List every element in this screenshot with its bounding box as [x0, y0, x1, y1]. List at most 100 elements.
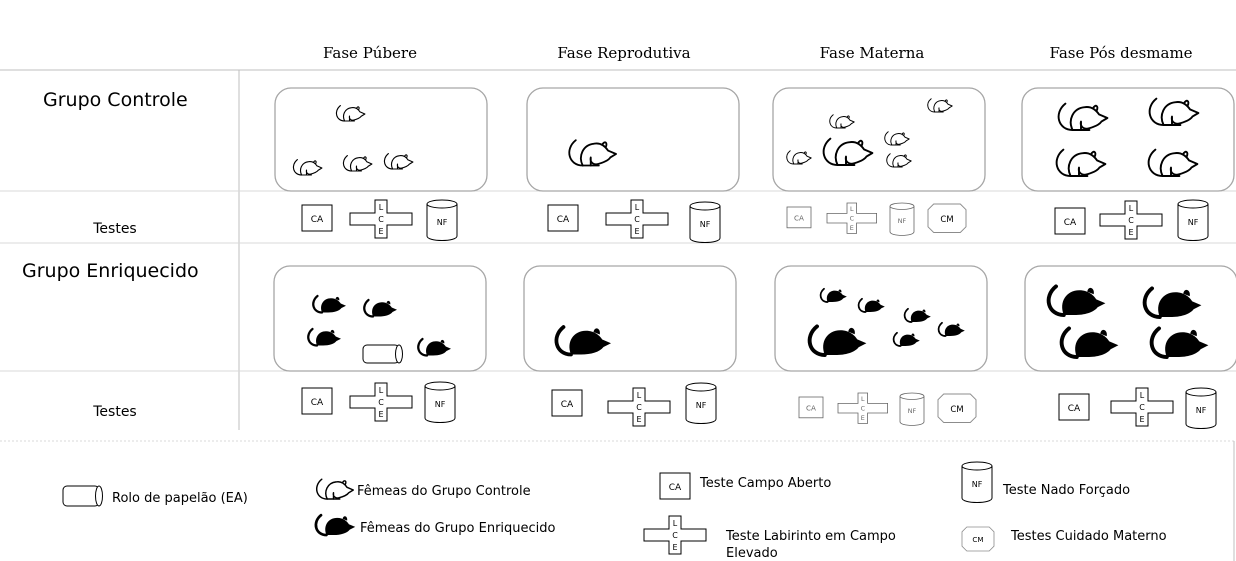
legend-maze-icon: L C E [643, 515, 707, 555]
svg-text:C: C [634, 215, 640, 224]
svg-text:CA: CA [806, 404, 816, 413]
cage-enriched-pos-desmame [1024, 265, 1236, 372]
row-header-control: Grupo Controle [43, 89, 188, 111]
svg-text:C: C [378, 215, 384, 224]
legend-forced-swim-icon: NF [961, 461, 993, 503]
cage-control-materna [772, 87, 986, 192]
legend-maze-label-line2: Elevado [726, 546, 778, 561]
svg-text:CM: CM [972, 535, 983, 544]
test-forced-swim-icon: NF [1177, 199, 1209, 241]
test-maze-icon: L C E [349, 199, 413, 239]
legend-open-field-label: Teste Campo Aberto [699, 476, 831, 491]
svg-text:CA: CA [557, 215, 570, 225]
test-open-field-icon: CA [301, 204, 333, 232]
svg-text:L: L [673, 519, 678, 528]
row-label-tests-control: Testes [92, 221, 136, 237]
cage-control-pubere [274, 87, 488, 192]
svg-text:CA: CA [1064, 218, 1077, 228]
test-maternal-care-icon: CM [927, 203, 967, 233]
cage-enriched-materna [774, 265, 988, 372]
test-forced-swim-icon: NF [889, 202, 915, 236]
svg-text:C: C [1128, 216, 1134, 225]
svg-text:NF: NF [908, 407, 917, 415]
row-label-tests-enriched: Testes [92, 404, 136, 420]
legend-enriched-rat-icon [314, 513, 357, 537]
test-open-field-icon: CA [551, 389, 583, 417]
svg-text:CA: CA [1068, 404, 1081, 414]
svg-text:NF: NF [435, 400, 446, 409]
test-forced-swim-icon: NF [1185, 387, 1217, 429]
svg-text:CA: CA [794, 214, 804, 223]
svg-text:L: L [850, 205, 854, 213]
test-open-field-icon: CA [301, 387, 333, 415]
svg-text:CA: CA [311, 398, 324, 408]
test-maze-icon: L C E [1099, 200, 1163, 240]
svg-text:E: E [634, 227, 639, 236]
paper-roll-icon [362, 344, 403, 364]
phase-header-pos-desmame: Fase Pós desmame [1049, 44, 1192, 62]
svg-text:C: C [861, 405, 866, 413]
svg-text:CA: CA [669, 483, 682, 493]
cage-control-pos-desmame [1021, 87, 1235, 192]
svg-text:L: L [379, 203, 384, 212]
test-open-field-icon: CA [547, 204, 579, 232]
phase-header-materna: Fase Materna [820, 44, 925, 62]
svg-text:CM: CM [940, 215, 953, 225]
legend-paper-roll-icon [62, 485, 103, 507]
legend-maze-label-line1: Teste Labirinto em Campo [725, 529, 896, 544]
phase-header-reprodutiva: Fase Reprodutiva [557, 44, 690, 62]
legend-control-females-label: Fêmeas do Grupo Controle [357, 484, 531, 499]
test-open-field-icon: CA [786, 206, 812, 229]
svg-text:C: C [378, 398, 384, 407]
svg-text:NF: NF [898, 217, 907, 225]
test-forced-swim-icon: NF [424, 381, 456, 423]
svg-text:L: L [637, 391, 642, 400]
svg-text:E: E [378, 410, 383, 419]
phase-header-pubere: Fase Púbere [323, 44, 417, 62]
svg-text:NF: NF [1188, 218, 1199, 227]
svg-text:E: E [1139, 415, 1144, 424]
svg-text:L: L [861, 395, 865, 403]
svg-text:NF: NF [1196, 406, 1207, 415]
svg-text:C: C [850, 215, 855, 223]
test-maze-icon: L C E [837, 392, 888, 424]
svg-text:CM: CM [950, 405, 963, 415]
test-maze-icon: L C E [1110, 387, 1174, 427]
svg-text:E: E [636, 415, 641, 424]
svg-text:C: C [636, 403, 642, 412]
test-maze-icon: L C E [605, 199, 669, 239]
svg-text:CA: CA [311, 215, 324, 225]
svg-text:E: E [1128, 228, 1133, 237]
row-header-enriched: Grupo Enriquecido [22, 260, 199, 282]
legend-open-field-icon: CA [659, 472, 691, 500]
test-forced-swim-icon: NF [899, 392, 925, 426]
svg-text:C: C [672, 531, 678, 540]
svg-text:NF: NF [437, 218, 448, 227]
test-forced-swim-icon: NF [685, 382, 717, 424]
svg-text:NF: NF [700, 220, 711, 229]
test-forced-swim-icon: NF [689, 201, 721, 243]
svg-text:C: C [1139, 403, 1145, 412]
svg-text:CA: CA [561, 400, 574, 410]
cage-control-reprodutiva [526, 87, 740, 192]
svg-text:L: L [379, 386, 384, 395]
test-maze-icon: L C E [607, 387, 671, 427]
svg-text:E: E [850, 224, 854, 232]
test-open-field-icon: CA [1058, 393, 1090, 421]
legend-enriched-females-label: Fêmeas do Grupo Enriquecido [360, 521, 556, 536]
svg-text:NF: NF [972, 480, 983, 489]
svg-text:L: L [635, 203, 640, 212]
test-maze-icon: L C E [826, 202, 877, 234]
test-open-field-icon: CA [798, 396, 824, 419]
svg-text:NF: NF [696, 401, 707, 410]
legend-paper-roll-label: Rolo de papelão (EA) [112, 491, 248, 506]
cage-enriched-reprodutiva [523, 265, 737, 372]
legend-forced-swim-label: Teste Nado Forçado [1002, 483, 1130, 498]
svg-text:E: E [378, 227, 383, 236]
test-open-field-icon: CA [1054, 207, 1086, 235]
svg-text:L: L [1129, 204, 1134, 213]
test-forced-swim-icon: NF [426, 199, 458, 241]
test-maze-icon: L C E [349, 382, 413, 422]
legend-control-rat-icon [315, 478, 355, 500]
